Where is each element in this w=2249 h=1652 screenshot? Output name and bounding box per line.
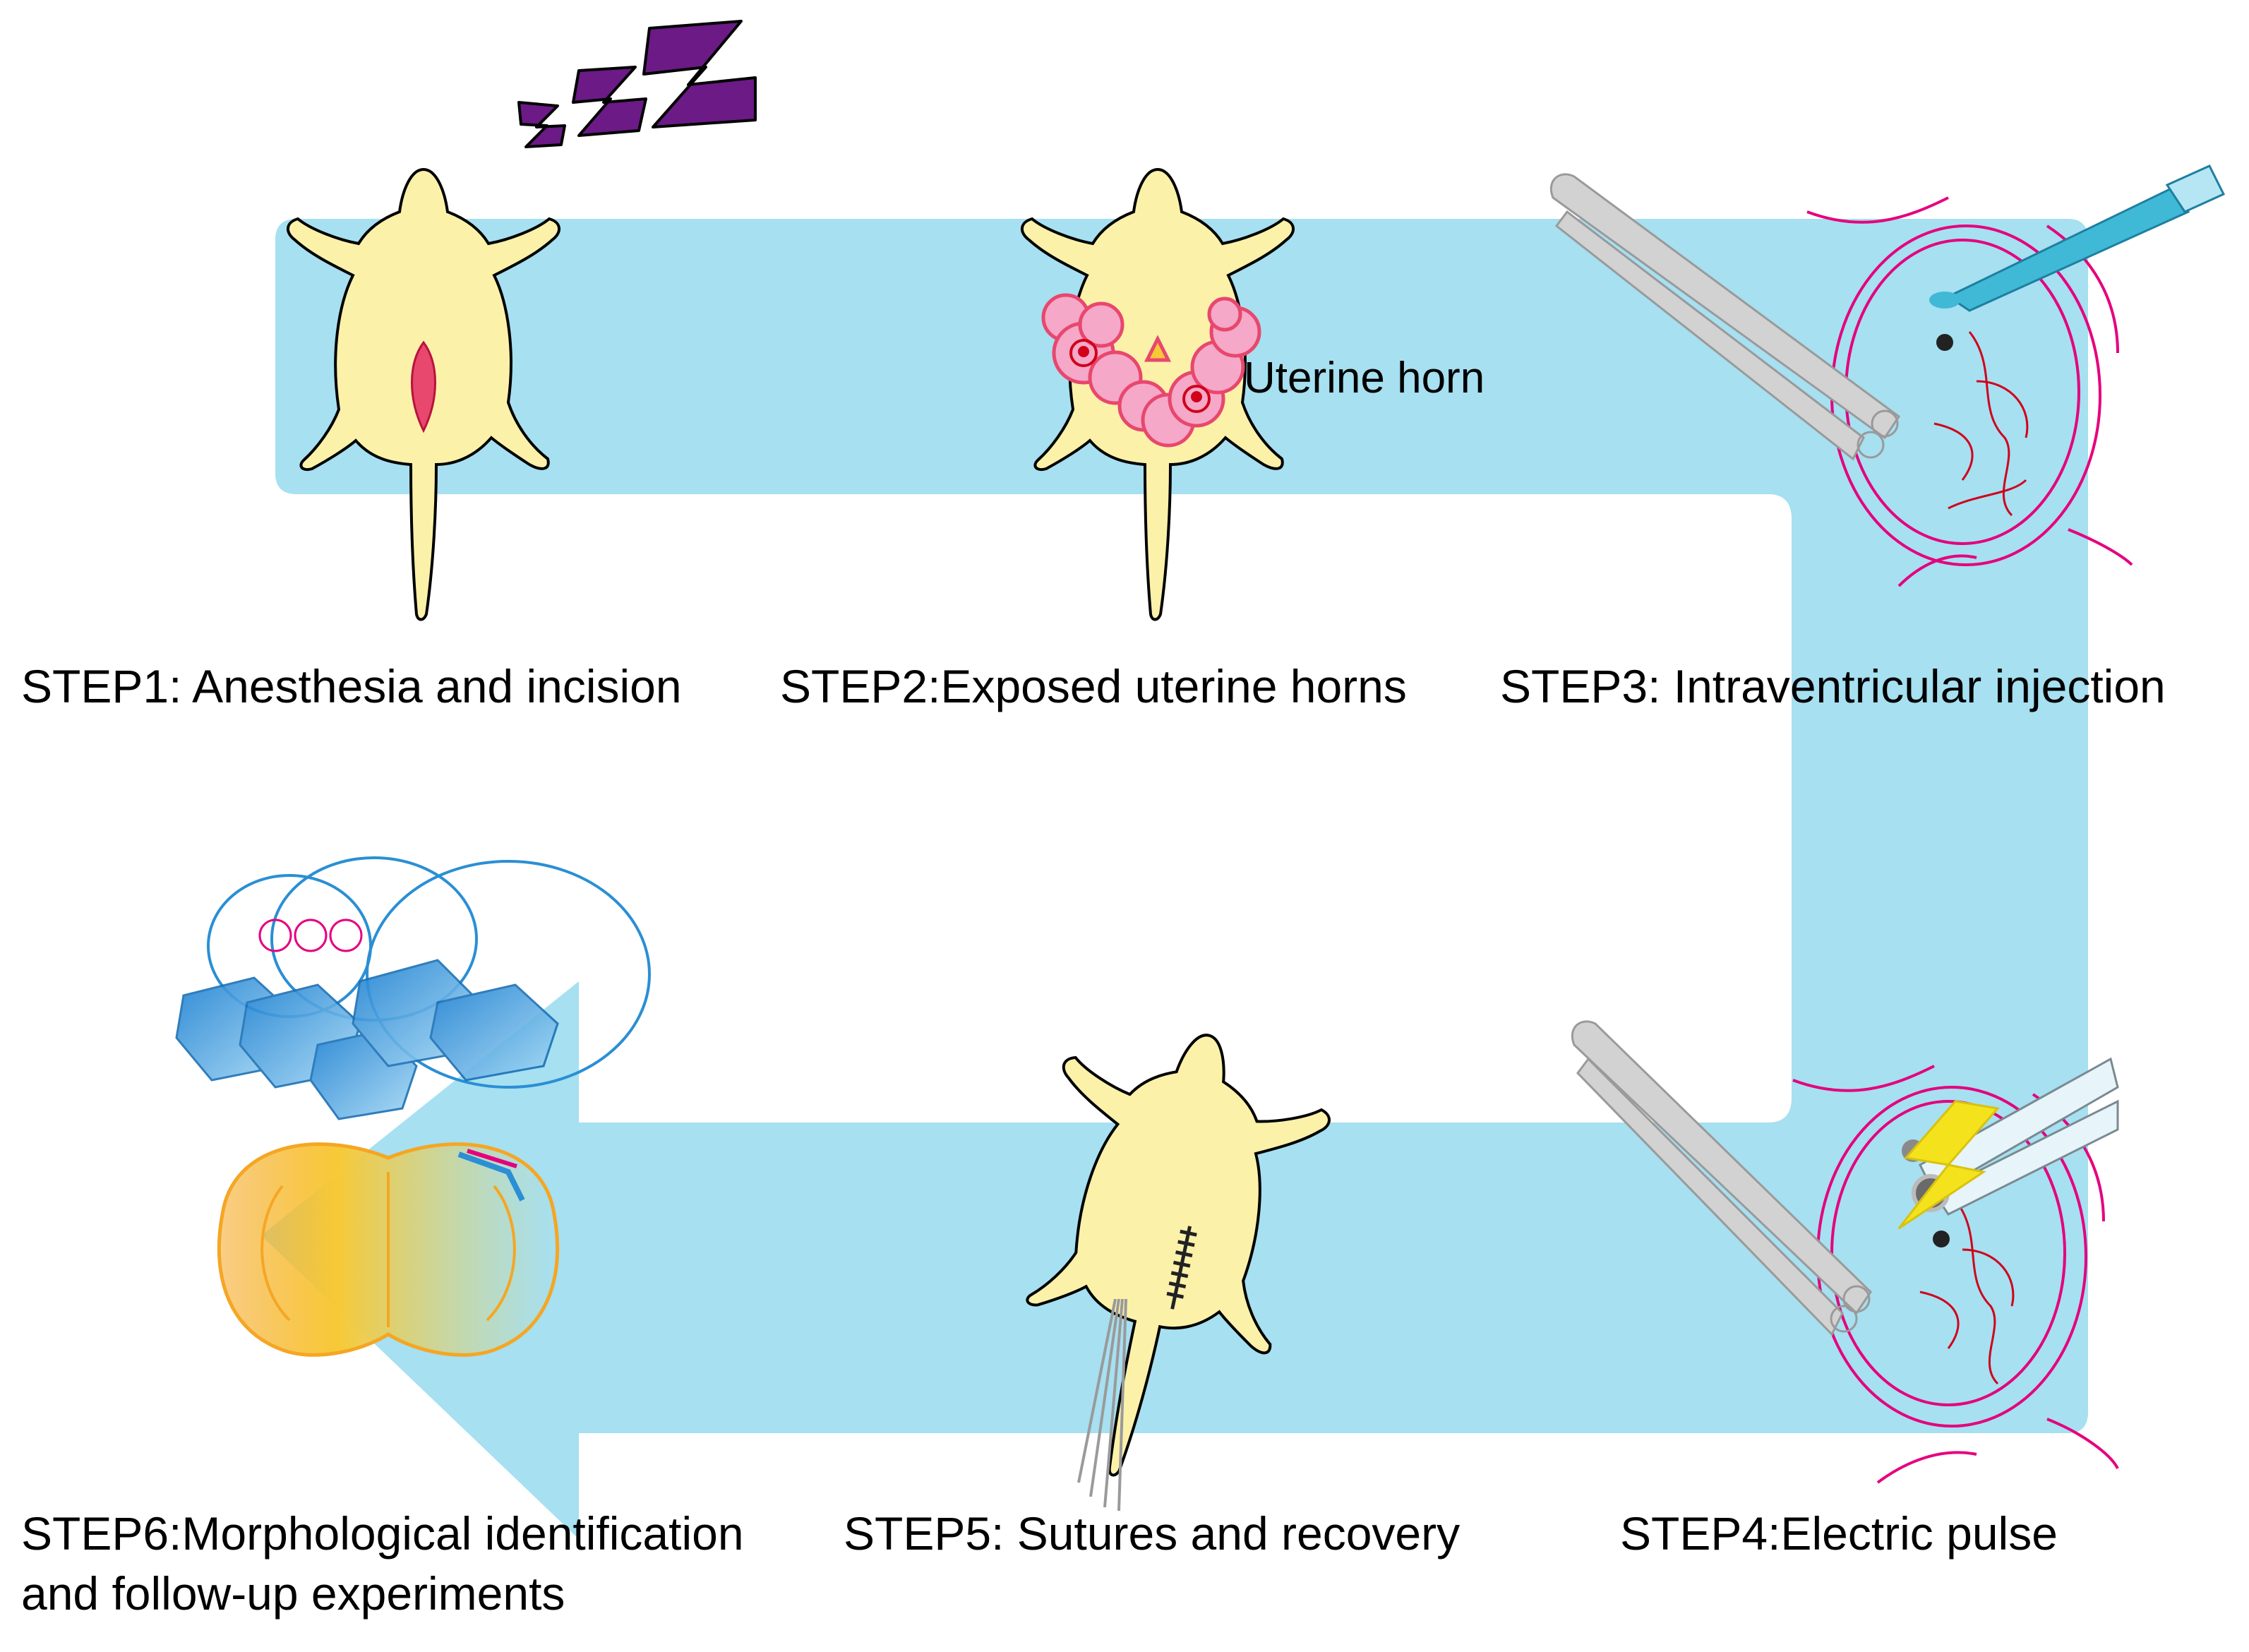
flow-band [261,219,2088,1539]
step3-label: STEP3: Intraventricular injection [1500,660,2166,712]
step6-illustration [175,856,651,1357]
step6-label-line1: STEP6:Morphological identification [21,1507,744,1560]
pipette-icon [1929,164,2226,312]
tiny-embryos-icon [258,918,363,952]
uterine-horn-label: Uterine horn [1244,354,1485,402]
tissue-cube-icon [175,959,559,1120]
sleep-z-icon [517,20,757,148]
step5-label: STEP5: Sutures and recovery [844,1507,1461,1560]
step1-illustration [286,168,561,621]
step4-illustration [1571,1020,2119,1484]
suture-thread-icon [1077,1298,1127,1512]
step3-illustration [1549,164,2226,587]
brain-slice-icon [217,1142,560,1357]
forceps-icon [1549,173,1901,461]
step5-illustration [980,1005,1343,1506]
step2-illustration [1020,168,1295,621]
embryo-icon [1806,196,2133,587]
step6-label-line2: and follow-up experiments [21,1567,565,1620]
flow-top-band [261,219,2088,1539]
forceps-icon [1571,1020,1872,1336]
step4-label: STEP4:Electric pulse [1620,1507,2058,1560]
lightning-icon [1897,1100,2000,1230]
vessels-icon [1919,1199,2015,1385]
suture-icon [1166,1226,1197,1310]
incision-icon [411,340,436,433]
step1-label: STEP1: Anesthesia and incision [21,660,682,712]
vessels-icon [1933,331,2029,517]
step2-label: STEP2:Exposed uterine horns [780,660,1407,712]
uterine-horn-icon [1041,293,1261,448]
